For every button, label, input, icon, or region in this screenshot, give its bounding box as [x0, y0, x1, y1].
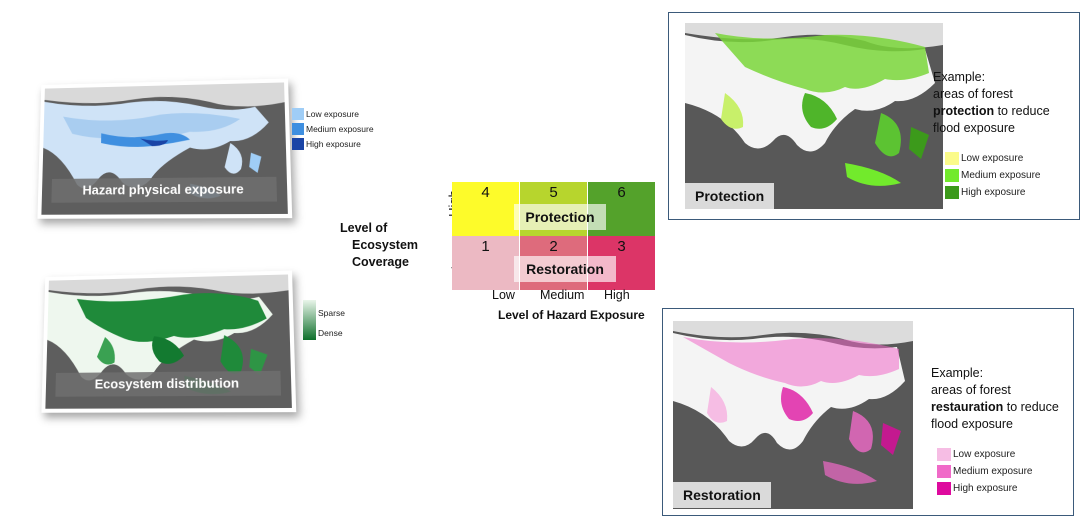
ecosystem-legend: Sparse Dense	[303, 300, 358, 340]
restoration-legend: Low exposure Medium exposure High exposu…	[937, 446, 1032, 497]
example-line: Example:	[931, 366, 984, 380]
legend-label: Low exposure	[306, 108, 359, 119]
legend-swatch	[945, 152, 959, 165]
legend-item: Low exposure	[937, 446, 1032, 463]
protection-legend: Low exposure Medium exposure High exposu…	[945, 150, 1040, 201]
matrix-cell-number: 3	[617, 238, 626, 255]
legend-swatch	[937, 482, 951, 495]
protection-map	[685, 23, 943, 209]
legend-swatch	[945, 186, 959, 199]
legend-label: Medium exposure	[953, 466, 1033, 477]
matrix-cell-number: 2	[549, 238, 558, 255]
restoration-caption: Restoration	[673, 482, 771, 508]
legend-item: High exposure	[937, 480, 1032, 497]
example-bold-word: protection	[933, 104, 995, 118]
legend-swatch	[937, 465, 951, 478]
legend-label: Medium exposure	[961, 170, 1041, 181]
legend-item: Medium exposure	[937, 463, 1032, 480]
restoration-overlay-label: Restoration	[514, 256, 616, 282]
restoration-panel: Restoration Example: areas of forest res…	[662, 308, 1074, 516]
legend-swatch	[945, 169, 959, 182]
legend-item: High exposure	[945, 184, 1040, 201]
y-title-line: Level of	[340, 221, 388, 235]
legend-item: High exposure	[292, 136, 374, 151]
restoration-example-text: Example: areas of forest restauration to…	[931, 365, 1059, 433]
hazard-legend: Low exposure Medium exposure High exposu…	[292, 106, 374, 151]
x-label-high: High	[604, 288, 630, 302]
matrix-cell-number: 4	[481, 184, 490, 201]
protection-caption: Protection	[685, 183, 775, 209]
matrix-cell-1: 1	[452, 236, 519, 290]
x-label-low: Low	[492, 288, 515, 302]
matrix-cell-number: 1	[481, 238, 490, 255]
legend-label: Low exposure	[953, 449, 1016, 460]
matrix-cell-number: 5	[549, 184, 558, 201]
example-line: protection to reduce	[933, 103, 1050, 120]
example-line: flood exposure	[933, 121, 1016, 135]
protection-example-text: Example: areas of forest protection to r…	[933, 69, 1050, 137]
example-bold-word: restauration	[931, 400, 1004, 414]
example-line-rest: to reduce	[1003, 400, 1059, 414]
ecosystem-gradient-bar	[303, 300, 316, 340]
legend-label: High exposure	[306, 138, 361, 149]
matrix-y-title: Level of Ecosystem Coverage	[340, 220, 418, 271]
legend-dense-label: Dense	[318, 328, 343, 338]
y-title-line: Ecosystem	[352, 238, 419, 252]
example-line: restauration to reduce	[931, 399, 1059, 416]
matrix-x-title: Level of Hazard Exposure	[498, 308, 645, 322]
legend-swatch	[292, 107, 304, 120]
legend-swatch	[292, 137, 304, 150]
legend-label: High exposure	[961, 187, 1026, 198]
legend-label: Medium exposure	[306, 123, 374, 134]
protection-panel: Protection Example: areas of forest prot…	[668, 12, 1080, 220]
y-title-line: Coverage	[352, 255, 409, 269]
legend-item: Low exposure	[292, 106, 374, 121]
matrix-cell-number: 6	[617, 184, 626, 201]
hazard-exposure-map-card: Hazard physical exposure	[37, 78, 293, 219]
legend-swatch	[937, 448, 951, 461]
example-line: areas of forest	[933, 87, 1013, 101]
matrix-cell-4: 4	[452, 182, 519, 236]
example-line-rest: to reduce	[994, 104, 1050, 118]
restoration-map	[673, 321, 913, 509]
example-line: Example:	[933, 70, 986, 84]
example-line: flood exposure	[931, 417, 1014, 431]
legend-label: Low exposure	[961, 153, 1024, 164]
legend-swatch	[292, 122, 304, 135]
protection-overlay-label: Protection	[514, 204, 606, 230]
ecosystem-distribution-map-card: Ecosystem distribution	[41, 270, 297, 413]
example-line: areas of forest	[931, 383, 1011, 397]
legend-item: Medium exposure	[292, 121, 374, 136]
legend-sparse-label: Sparse	[318, 308, 345, 318]
legend-item: Medium exposure	[945, 167, 1040, 184]
exposure-coverage-matrix: 4 5 6 1 2 3 Protection Restoration	[452, 182, 656, 290]
hazard-card-label: Hazard physical exposure	[51, 176, 278, 203]
ecosystem-card-label: Ecosystem distribution	[55, 370, 282, 397]
x-label-medium: Medium	[540, 288, 585, 302]
legend-item: Low exposure	[945, 150, 1040, 167]
legend-label: High exposure	[953, 483, 1018, 494]
